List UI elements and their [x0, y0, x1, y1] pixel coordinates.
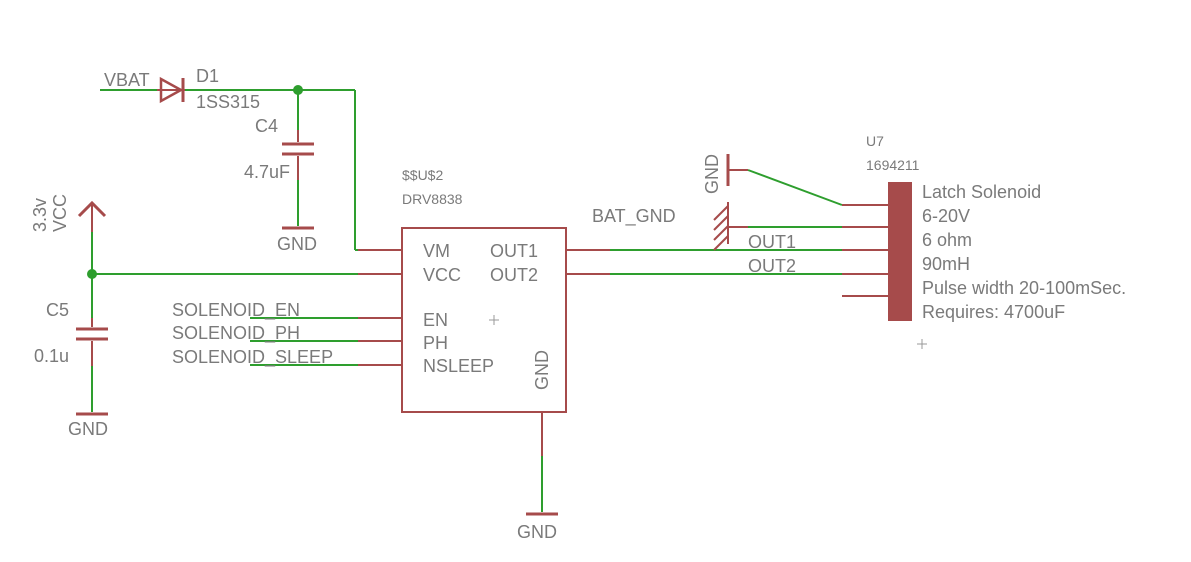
u7-desc-line: Pulse width 20-100mSec. — [922, 278, 1126, 298]
bat-gnd-symbol — [713, 202, 748, 251]
u2-pin-out2-label: OUT2 — [490, 265, 538, 285]
en-net-label: SOLENOID_EN — [172, 300, 300, 321]
u7-desc-line: 90mH — [922, 254, 970, 274]
u7-desc-line: Latch Solenoid — [922, 182, 1041, 202]
bat-gnd-hatch — [713, 215, 729, 231]
c4-name: C4 — [255, 116, 278, 136]
u7-desc-line: 6-20V — [922, 206, 970, 226]
bat-gnd-net-label: BAT_GND — [592, 206, 676, 227]
u2-name: $$U$2 — [402, 167, 443, 183]
c5-name: C5 — [46, 300, 69, 320]
u7-desc-line: 6 ohm — [922, 230, 972, 250]
u2-gnd-label: GND — [517, 522, 557, 542]
u7-name: U7 — [866, 133, 884, 149]
vcc-voltage-label: 3.3v — [30, 198, 50, 232]
gnd-to-u7-wire — [747, 169, 843, 206]
c4-gnd-label: GND — [277, 234, 317, 254]
bat-gnd-hatch — [713, 225, 729, 241]
u2-pin-ph-label: PH — [423, 333, 448, 353]
out1-net-label: OUT1 — [748, 232, 796, 252]
c5-gnd-label: GND — [68, 419, 108, 439]
d1-name: D1 — [196, 66, 219, 86]
u2-pin-vm-label: VM — [423, 241, 450, 261]
d1-value: 1SS315 — [196, 92, 260, 112]
c5-value: 0.1u — [34, 346, 69, 366]
c4-capacitor[interactable] — [282, 130, 314, 180]
ph-net-label: SOLENOID_PH — [172, 323, 300, 344]
u2-pin-vcc-label: VCC — [423, 265, 461, 285]
out2-net-label: OUT2 — [748, 256, 796, 276]
vcc-net-label: VCC — [50, 194, 70, 232]
d1-diode[interactable] — [100, 76, 185, 104]
u7-body — [888, 182, 912, 321]
u7-value: 1694211 — [866, 157, 920, 173]
u2-value: DRV8838 — [402, 191, 463, 207]
diode-triangle — [159, 76, 184, 104]
vcc-supply-symbol — [77, 200, 107, 232]
top-gnd-label: GND — [702, 154, 722, 194]
u2-pin-en-label: EN — [423, 310, 448, 330]
junction-dot — [87, 269, 97, 279]
u2-driver-ic[interactable] — [358, 227, 610, 456]
bat-gnd-hatch — [713, 205, 729, 221]
u7-desc-line: Requires: 4700uF — [922, 302, 1065, 322]
c4-value: 4.7uF — [244, 162, 290, 182]
vbat-net-label: VBAT — [104, 70, 150, 90]
u2-pin-out1-label: OUT1 — [490, 241, 538, 261]
u2-body — [401, 227, 567, 413]
u2-pin-gnd-label: GND — [532, 350, 552, 390]
bat-gnd-hatch — [713, 235, 729, 251]
sleep-net-label: SOLENOID_SLEEP — [172, 347, 333, 368]
u7-solenoid-connector[interactable] — [842, 182, 912, 321]
c5-capacitor[interactable] — [76, 318, 108, 366]
u2-pin-nsleep-label: NSLEEP — [423, 356, 494, 376]
